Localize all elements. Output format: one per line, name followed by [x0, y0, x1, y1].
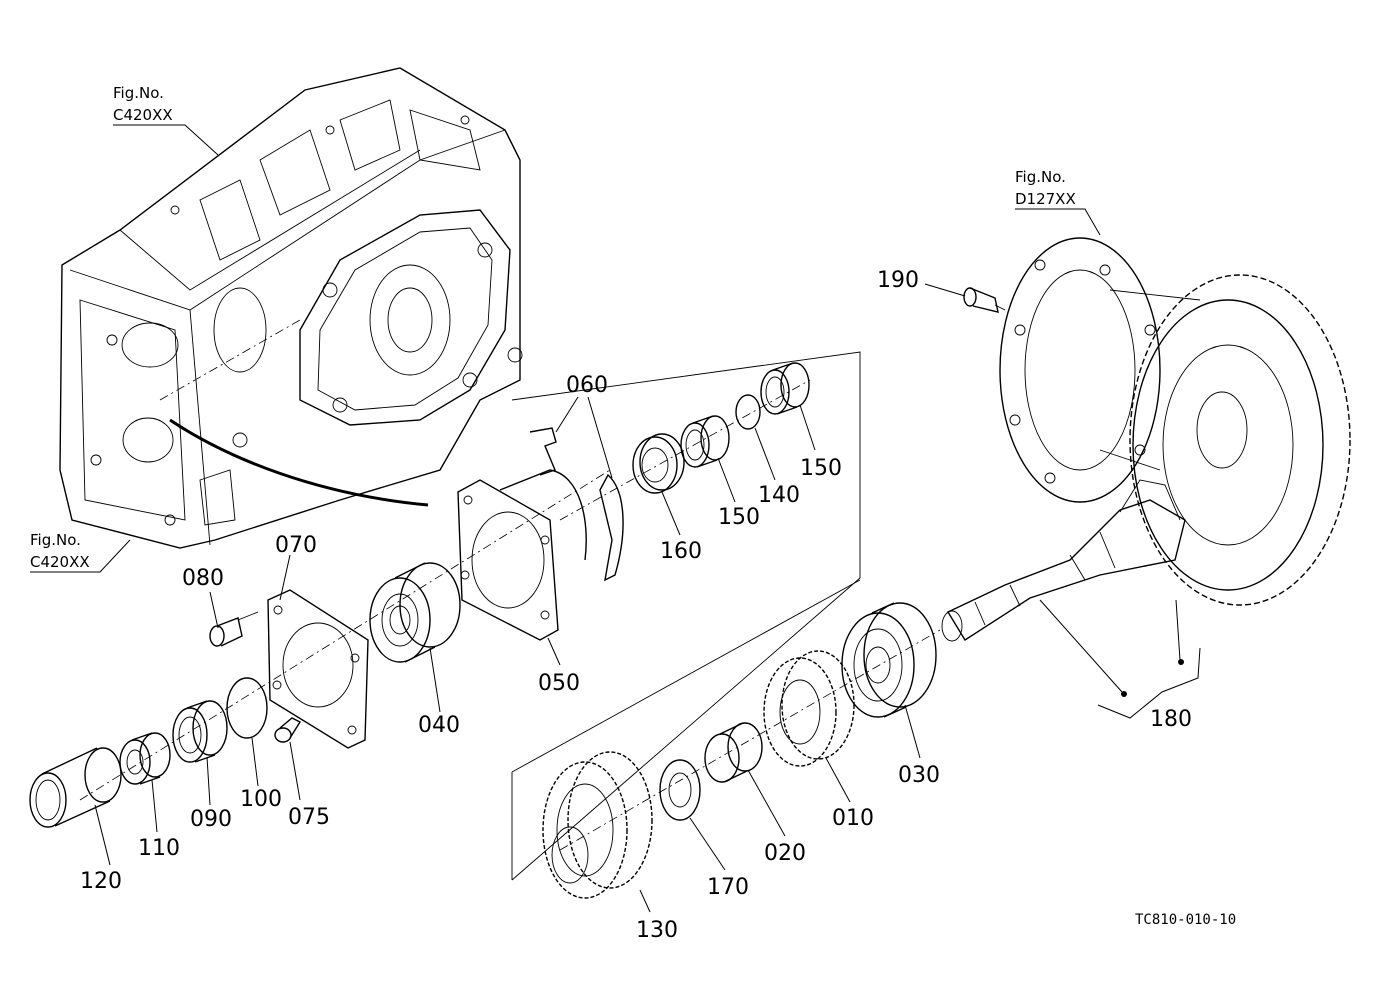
- part-label-050[interactable]: 050: [538, 671, 580, 696]
- part-label-070[interactable]: 070: [275, 533, 317, 558]
- diagram-code: TC810-010-10: [1135, 912, 1236, 928]
- part-160-seal: [632, 433, 685, 494]
- part-label-190[interactable]: 190: [877, 268, 919, 293]
- part-label-180[interactable]: 180: [1150, 707, 1192, 732]
- part-label-020[interactable]: 020: [764, 841, 806, 866]
- part-180-pinion-shaft: [941, 479, 1186, 642]
- part-190-bolt: [963, 287, 1006, 313]
- part-100-snap-ring: [226, 677, 268, 739]
- part-label-100[interactable]: 100: [240, 787, 282, 812]
- part-170-washer: [659, 759, 701, 821]
- part-110-collar: [119, 732, 171, 785]
- leader-lines: [30, 124, 1201, 913]
- part-label-060[interactable]: 060: [566, 373, 608, 398]
- part-150-bearing-a: [680, 415, 730, 468]
- part-label-120[interactable]: 120: [80, 869, 122, 894]
- part-060-clip: [529, 427, 624, 582]
- part-label-150b[interactable]: 150: [800, 456, 842, 481]
- part-label-075[interactable]: 075: [288, 805, 330, 830]
- part-075-bolt: [274, 717, 302, 743]
- part-030-bearing: [841, 602, 937, 718]
- part-label-150a[interactable]: 150: [718, 505, 760, 530]
- part-090-bearing: [172, 700, 228, 763]
- part-label-030[interactable]: 030: [898, 763, 940, 788]
- part-label-170[interactable]: 170: [707, 875, 749, 900]
- part-130-gear: [542, 751, 653, 899]
- part-label-110[interactable]: 110: [138, 836, 180, 861]
- part-label-040[interactable]: 040: [418, 713, 460, 738]
- fig-ref-label-2: Fig.No.: [30, 531, 81, 549]
- part-120-sleeve: [29, 747, 122, 828]
- fig-ref-label-3: Fig.No.: [1015, 168, 1066, 186]
- part-label-080[interactable]: 080: [182, 566, 224, 591]
- part-050-housing: [457, 469, 587, 641]
- fig-ref-code-2[interactable]: C420XX: [30, 553, 90, 571]
- fig-ref-code-3[interactable]: D127XX: [1015, 190, 1076, 208]
- part-020-bushing: [704, 722, 763, 783]
- part-label-010[interactable]: 010: [832, 806, 874, 831]
- part-140-ring: [735, 394, 761, 430]
- fig-ref-code-1[interactable]: C420XX: [113, 106, 173, 124]
- part-label-160[interactable]: 160: [660, 539, 702, 564]
- part-label-140[interactable]: 140: [758, 483, 800, 508]
- part-150-bearing-b: [760, 362, 810, 415]
- differential-assembly: [999, 237, 1351, 606]
- fig-ref-label-1: Fig.No.: [113, 84, 164, 102]
- part-010-gear: [763, 650, 855, 767]
- part-080-bolt: [209, 611, 259, 647]
- part-040-bearing: [369, 562, 461, 663]
- transmission-case: [59, 67, 523, 549]
- part-label-130[interactable]: 130: [636, 918, 678, 943]
- part-070-plate: [267, 589, 369, 749]
- part-label-090[interactable]: 090: [190, 807, 232, 832]
